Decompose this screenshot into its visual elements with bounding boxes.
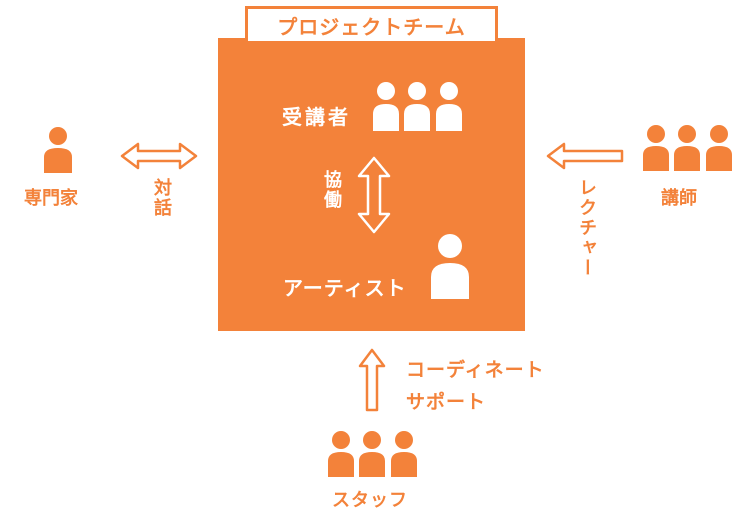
support-label: コーディネート サポート bbox=[406, 359, 545, 413]
expert-label: 専門家 bbox=[24, 188, 78, 209]
participants-people-group-icon bbox=[373, 82, 462, 131]
artist-label: アーティスト bbox=[283, 276, 407, 300]
staff-people-group-icon bbox=[328, 431, 417, 477]
dialogue-double-arrow-icon bbox=[120, 142, 198, 170]
artist-person-icon bbox=[431, 234, 469, 299]
staff-label: スタッフ bbox=[332, 490, 408, 511]
support-arrow-up-icon bbox=[358, 348, 386, 412]
expert-person-icon bbox=[44, 127, 72, 173]
collaboration-label: 協働 bbox=[321, 170, 342, 210]
project-team-box bbox=[218, 38, 525, 331]
project-team-title: プロジェクトチーム bbox=[245, 6, 498, 44]
instructor-label: 講師 bbox=[661, 188, 697, 209]
dialogue-label: 対話 bbox=[151, 178, 172, 218]
instructor-people-group-icon bbox=[643, 125, 732, 171]
collaboration-double-arrow-icon bbox=[357, 156, 391, 234]
participants-label: 受講者 bbox=[282, 105, 351, 129]
lecture-label: レクチャー bbox=[576, 178, 597, 278]
lecture-arrow-left-icon bbox=[546, 142, 624, 170]
